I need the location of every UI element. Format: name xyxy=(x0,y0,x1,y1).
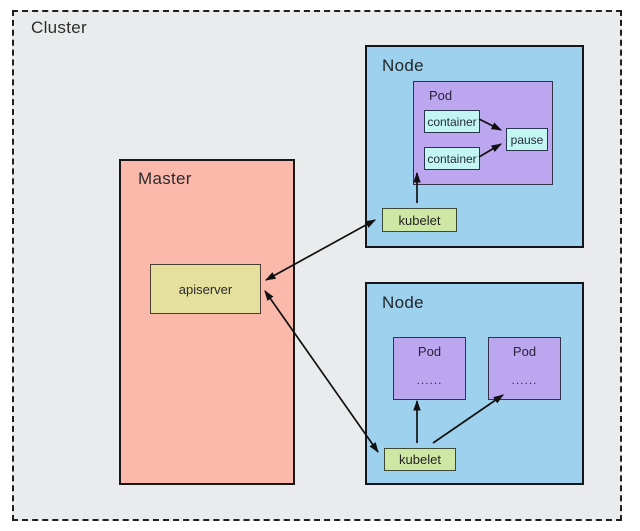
pod-a-label: Pod xyxy=(417,344,442,359)
pod-box-a: Pod ...... xyxy=(393,337,466,400)
node-box-top: Node Pod container container pause kubel… xyxy=(365,45,584,248)
node-bottom-label: Node xyxy=(382,293,424,312)
node-box-bottom: Node Pod ...... Pod ...... kubelet xyxy=(365,282,584,485)
pod-box: Pod container container pause xyxy=(413,81,553,185)
pod-b-label: Pod xyxy=(512,344,537,359)
pod-b-dots: ...... xyxy=(511,373,538,387)
master-box: Master apiserver xyxy=(119,159,295,485)
master-label: Master xyxy=(138,169,192,188)
container-box-1: container xyxy=(424,110,480,133)
apiserver-box: apiserver xyxy=(150,264,261,314)
pause-box: pause xyxy=(506,128,548,151)
cluster-box: Cluster Master apiserver Node Pod contai… xyxy=(12,10,622,521)
cluster-label: Cluster xyxy=(31,18,87,37)
pod-box-b: Pod ...... xyxy=(488,337,561,400)
kubelet-box-bottom: kubelet xyxy=(384,448,456,471)
pod-a-dots: ...... xyxy=(416,373,443,387)
kubelet-box-top: kubelet xyxy=(382,208,457,232)
container-box-2: container xyxy=(424,147,480,170)
node-top-label: Node xyxy=(382,56,424,75)
pod-label: Pod xyxy=(429,88,453,103)
